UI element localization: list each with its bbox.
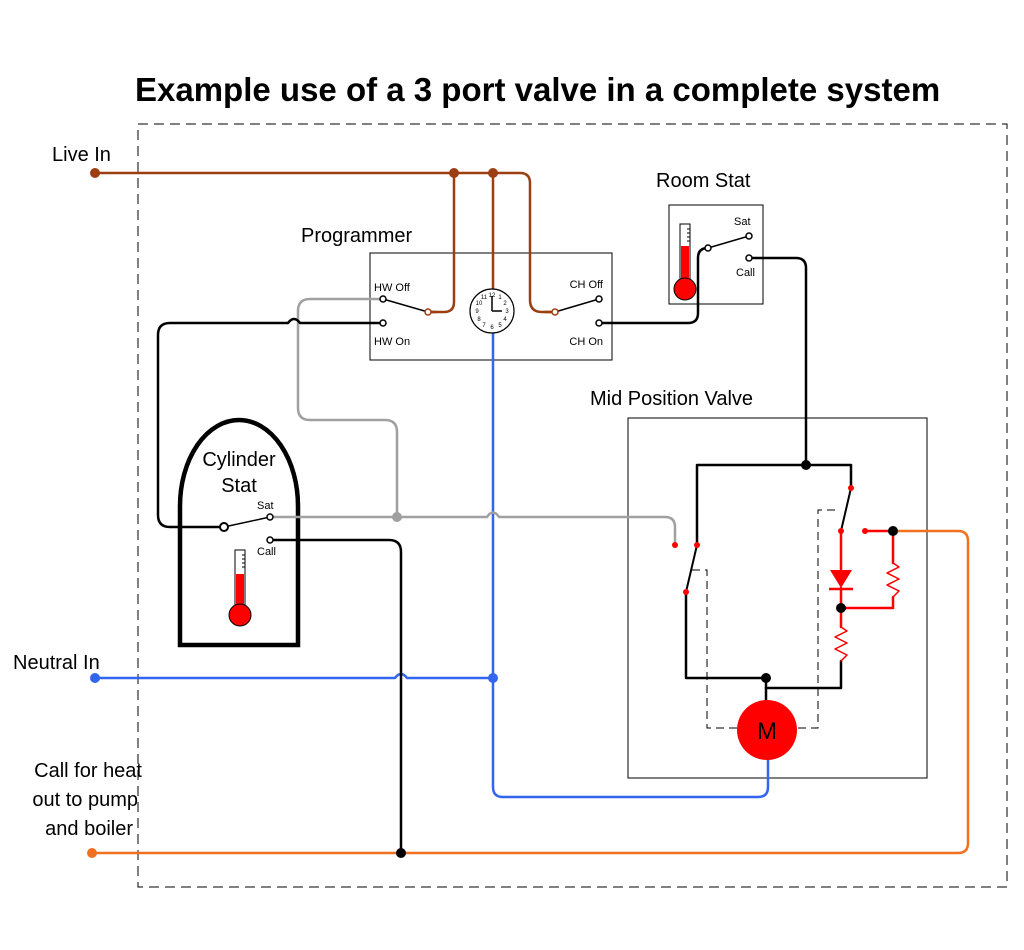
call-for-heat-label-2: out to pump	[32, 789, 138, 811]
call-for-heat-wire	[90, 529, 970, 855]
diagram-title: Example use of a 3 port valve in a compl…	[135, 71, 940, 108]
hw-off-to-sat-wire	[296, 297, 399, 519]
neutral-in-label: Neutral In	[13, 652, 100, 674]
hw-off-label: HW Off	[374, 282, 411, 294]
clock-number: 5	[498, 323, 502, 329]
hw-switch-lever	[382, 298, 429, 313]
live-in-label: Live In	[52, 144, 111, 166]
call-for-heat-label-3: and boiler	[45, 818, 133, 840]
clock-number: 4	[503, 317, 507, 323]
programmer-switches	[382, 298, 600, 313]
resistor-icon	[886, 562, 900, 598]
room-thermometer-icon	[673, 223, 697, 301]
diode-icon	[829, 570, 853, 591]
neutral-main-wire	[93, 672, 495, 680]
valve-title: Mid Position Valve	[590, 388, 753, 410]
clock-number: 7	[482, 323, 486, 329]
motor-label: M	[757, 718, 777, 745]
ch-switch-lever	[554, 298, 600, 313]
cylinder-stat-housing	[177, 417, 301, 648]
junction-dots	[87, 168, 898, 858]
sat-wires	[268, 297, 677, 547]
valve-switch-left	[672, 542, 700, 595]
hw-on-label: HW On	[374, 336, 410, 348]
live-main-wire	[93, 171, 557, 314]
room-stat-title: Room Stat	[656, 170, 751, 192]
hw-on-to-cyl-stat-wire	[156, 317, 385, 529]
room-stat-switch	[704, 232, 753, 262]
switched-wires	[156, 246, 808, 855]
neutral-to-motor-wire	[491, 331, 770, 799]
clock-number: 12	[489, 293, 496, 299]
cyl-call-to-output-wire	[268, 538, 403, 855]
clock-number: 11	[481, 295, 488, 301]
ch-on-label: CH On	[569, 336, 603, 348]
system-boundary	[137, 123, 1008, 888]
cylinder-stat-title-1: Cylinder	[202, 449, 276, 471]
room-stat-sat-label: Sat	[734, 216, 751, 228]
cylinder-stat-call-label: Call	[257, 546, 276, 558]
clock-number: 1	[498, 295, 502, 301]
cylinder-stat-title-2: Stat	[221, 475, 257, 497]
ch-on-to-room-stat-wire	[597, 246, 710, 325]
valve-switch-right	[838, 485, 868, 534]
motor-icon: M	[737, 700, 797, 760]
room-call-to-valve-wire	[747, 256, 808, 467]
clock-number: 9	[475, 309, 479, 315]
valve-linkages	[692, 509, 835, 729]
ch-off-label: CH Off	[570, 279, 604, 291]
clock-number: 3	[505, 309, 509, 315]
call-for-heat-label-1: Call for heat	[34, 760, 142, 782]
clock-number: 10	[476, 301, 483, 307]
programmer-title: Programmer	[301, 225, 412, 247]
live-wires	[93, 171, 557, 314]
clock-number: 8	[477, 317, 481, 323]
programmer-terminals	[379, 295, 603, 327]
cylinder-stat-switch	[219, 513, 274, 544]
clock-icon: 12 1 2 3 4 5 6 7 8 9 10 11	[469, 288, 515, 334]
cylinder-stat-sat-label: Sat	[257, 500, 274, 512]
cylinder-thermometer-icon	[228, 549, 252, 627]
clock-number: 2	[503, 301, 507, 307]
resistor-icon	[834, 626, 848, 662]
live-to-hw-wire	[426, 171, 456, 314]
room-stat-call-label: Call	[736, 267, 755, 279]
sat-to-valve-wire	[268, 511, 677, 547]
clock-number: 6	[490, 325, 494, 331]
